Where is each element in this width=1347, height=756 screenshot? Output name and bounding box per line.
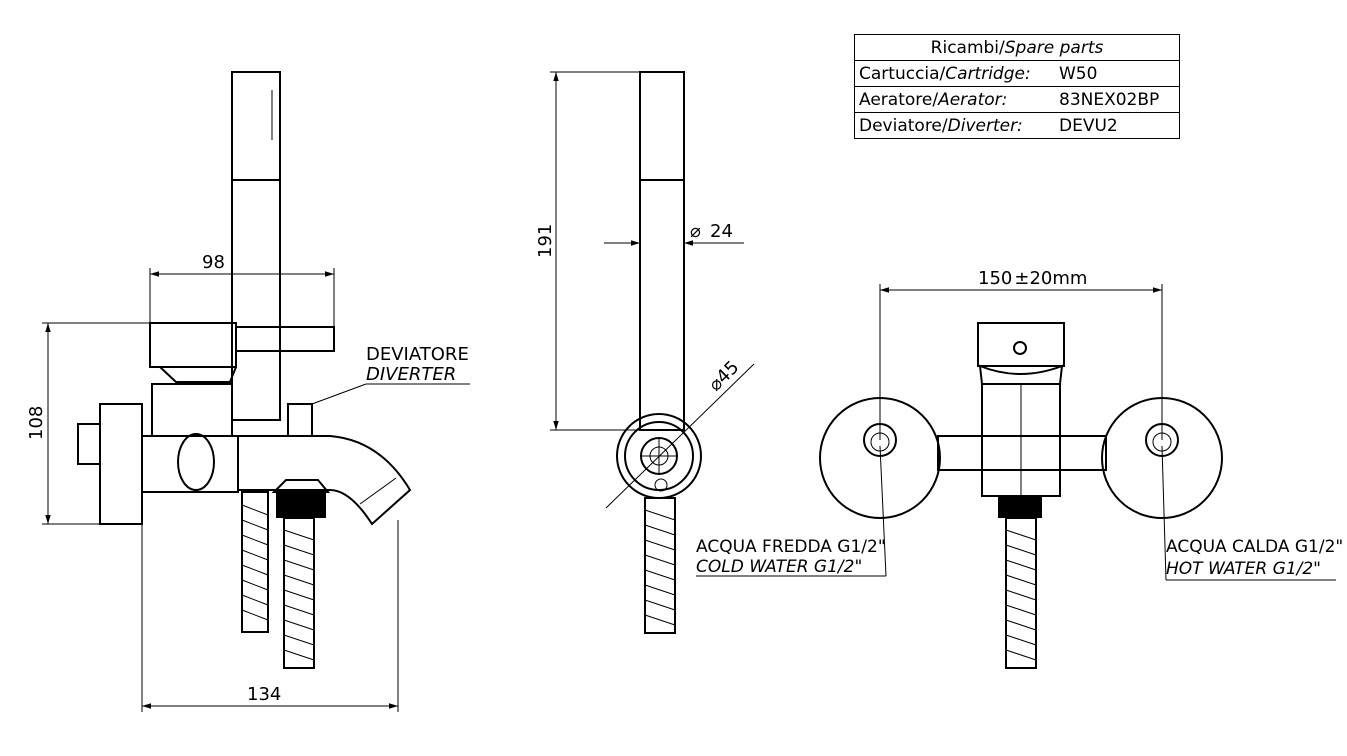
dim-24-label: 24 (710, 221, 733, 242)
spare-parts-label: Cartuccia/Cartridge: (859, 64, 1059, 84)
shower-holder-inner (624, 421, 694, 491)
dim-24-symbol: ⌀ (690, 221, 701, 242)
side-hose-left (241, 491, 269, 633)
diverter-label-en: DIVERTER (366, 364, 456, 385)
spare-parts-row-cartridge: Cartuccia/Cartridge:W50 (854, 60, 1180, 87)
spare-parts-value: DEVU2 (1059, 115, 1118, 136)
side-holder-ring (177, 433, 215, 491)
label-en: Diverter: (947, 115, 1023, 136)
side-view: 98 108 134 DEVIATORE DIVERTER (26, 71, 470, 712)
side-lever-collar (159, 366, 237, 383)
side-spout (237, 435, 412, 526)
diverter-label-it: DEVIATORE (366, 344, 469, 365)
dim-150-label: 150±20mm (978, 268, 1087, 289)
spare-parts-row-diverter: Deviatore/Diverter:DEVU2 (854, 112, 1180, 139)
side-shower-head (231, 71, 281, 181)
side-lever-body (149, 322, 237, 368)
dim-45-line (605, 363, 755, 509)
spare-parts-cell: Aeratore/Aerator:83NEX02BP (854, 86, 1180, 113)
side-wall-flange (99, 403, 143, 525)
side-wall-pipe (77, 423, 101, 465)
label-it: Aeratore/ (859, 89, 939, 110)
dim-108-label: 108 (26, 406, 47, 440)
front-hose-connector (998, 496, 1042, 518)
hot-leader (1161, 445, 1167, 581)
dim-98-label: 98 (202, 252, 225, 273)
side-hose-connector (276, 492, 326, 518)
spare-parts-table: Ricambi/Spare parts Cartuccia/Cartridge:… (854, 34, 1180, 139)
cold-water-label-it: ACQUA FREDDA G1/2" (696, 537, 886, 557)
label-en: Cartridge: (945, 63, 1031, 84)
label-en: Aerator: (938, 89, 1008, 110)
spare-parts-title: Ricambi/Spare parts (854, 34, 1180, 61)
dim-191-label: 191 (535, 224, 556, 258)
dim-150-value: 150 (978, 268, 1012, 289)
shower-handle (639, 179, 685, 431)
front-lever-collar (978, 364, 1064, 385)
front-hose (1005, 517, 1037, 669)
side-shower-handle (231, 179, 281, 421)
spare-parts-header-row: Ricambi/Spare parts (854, 34, 1180, 61)
shower-hose (644, 497, 676, 634)
side-mixer-body (151, 383, 233, 437)
shower-head (639, 71, 685, 181)
front-hose-coil (1005, 529, 1037, 661)
label-it: Deviatore/ (859, 115, 948, 136)
spare-parts-label: Aeratore/Aerator: (859, 90, 1059, 110)
side-lever-handle (235, 326, 335, 352)
spare-parts-title-en: Spare parts (1004, 37, 1104, 58)
front-view: 150±20mm ACQUA FREDDA G1/2" COLD WATER G… (696, 268, 1343, 669)
dim-134-label: 134 (247, 684, 281, 705)
cold-leader (879, 445, 887, 577)
spare-parts-cell: Cartuccia/Cartridge:W50 (854, 60, 1180, 87)
side-diverter-knob (287, 403, 313, 437)
spare-parts-value: W50 (1059, 63, 1098, 84)
spare-parts-title-it: Ricambi/ (930, 37, 1005, 58)
shower-holder-screw (654, 478, 668, 492)
spare-parts-label: Deviatore/Diverter: (859, 116, 1059, 136)
cold-water-label-en: COLD WATER G1/2" (696, 557, 862, 577)
diverter-leader (311, 383, 367, 405)
side-hose-right-coil (283, 529, 315, 661)
label-it: Cartuccia/ (859, 63, 946, 84)
front-lever (977, 322, 1065, 367)
dim-150-tolerance: ±20mm (1014, 268, 1087, 289)
hot-water-label-it: ACQUA CALDA G1/2" (1166, 537, 1343, 557)
spare-parts-row-aerator: Aeratore/Aerator:83NEX02BP (854, 86, 1180, 113)
spare-parts-cell: Deviatore/Diverter:DEVU2 (854, 112, 1180, 139)
side-mixer-base (141, 435, 239, 493)
side-aerator-line (359, 477, 397, 505)
front-lever-screw (1013, 341, 1027, 355)
side-hose-right (283, 517, 315, 669)
hot-water-label-en: HOT WATER G1/2" (1166, 559, 1321, 579)
front-crossbar (937, 435, 1107, 471)
side-hose-left-coil (241, 504, 269, 621)
dim-45-label: ⌀45 (705, 357, 744, 396)
spare-parts-value: 83NEX02BP (1059, 89, 1160, 110)
shower-hose-coil (644, 509, 676, 626)
